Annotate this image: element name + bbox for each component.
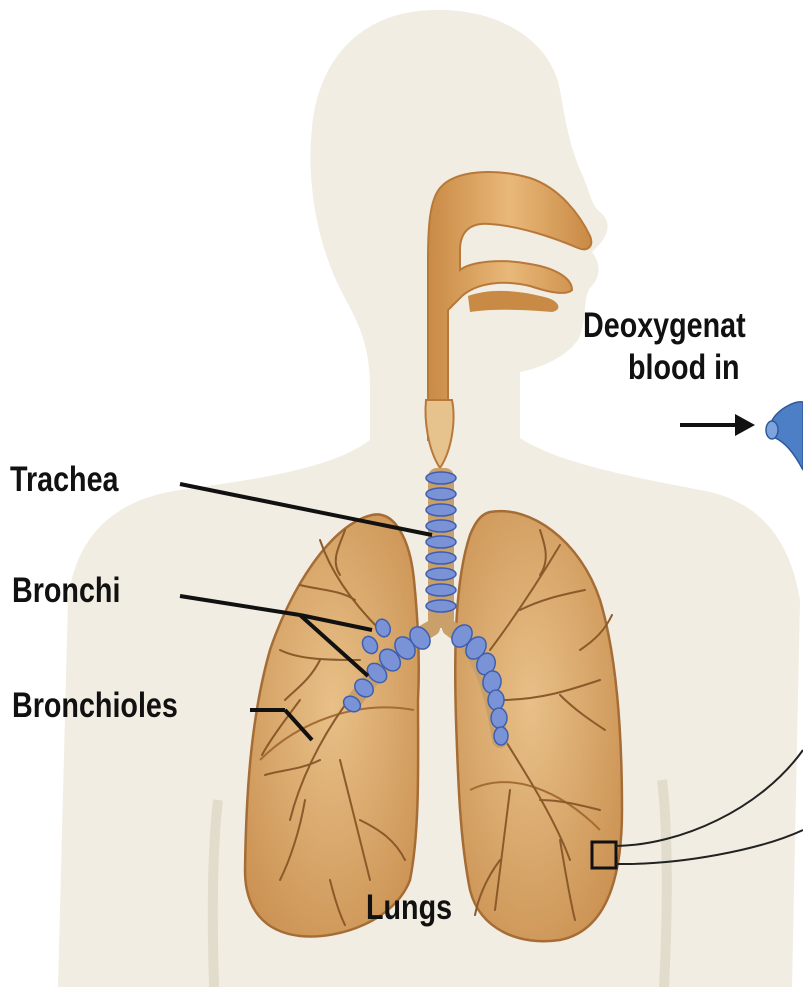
vein-opening bbox=[766, 421, 778, 439]
trachea-rings bbox=[426, 468, 456, 628]
lungs-label: Lungs bbox=[366, 890, 452, 925]
deoxygenated-label-line2: blood in bbox=[628, 350, 740, 385]
bronchioles-label: Bronchioles bbox=[12, 688, 178, 723]
arm-divider-right bbox=[662, 780, 667, 987]
blood-in-arrowhead bbox=[735, 414, 755, 436]
arm-divider-left bbox=[213, 800, 218, 987]
trachea-label: Trachea bbox=[10, 462, 118, 497]
deoxygenated-label-line1: Deoxygenat bbox=[583, 308, 746, 343]
bronchi-label: Bronchi bbox=[12, 573, 120, 608]
